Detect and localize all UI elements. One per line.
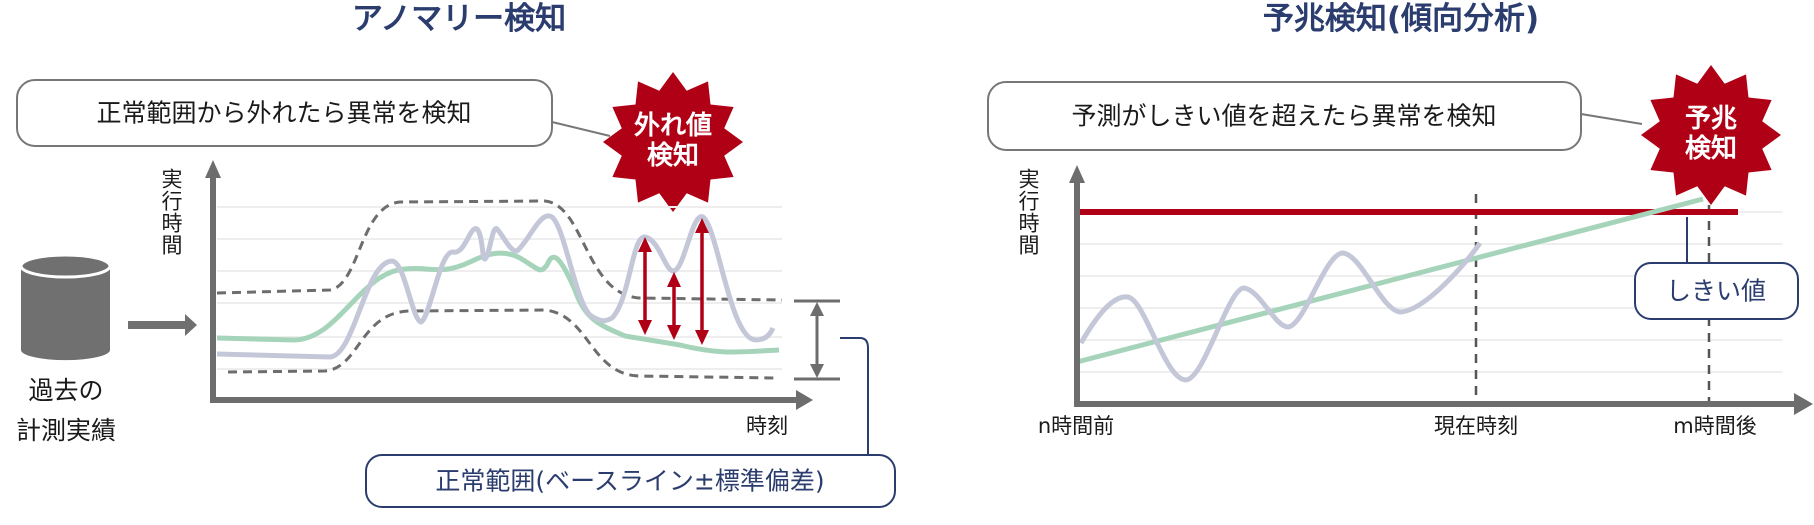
- measured-line: [216, 213, 776, 360]
- prediction-title: 予兆検知(傾向分析): [1262, 1, 1540, 37]
- threshold-label-box: [1634, 262, 1799, 320]
- outlier-starburst: [603, 72, 743, 212]
- measured-wave-line: [1078, 241, 1483, 383]
- source-label-line2: 計測実績: [15, 416, 117, 445]
- range-label-box: [365, 454, 896, 508]
- prediction-axes: [1069, 165, 1813, 415]
- database-icon: [19, 253, 112, 361]
- range-connector: [840, 337, 869, 455]
- upper-band-line: [216, 199, 783, 302]
- prediction-burst-text: 予兆検知: [1684, 104, 1737, 164]
- x-tick-m-hours-after: m時間後: [1673, 414, 1757, 438]
- trend-line: [1076, 196, 1704, 365]
- prediction-callout-connector: [1580, 113, 1643, 125]
- deviation-arrows: [638, 218, 709, 345]
- prediction-y-axis-label: 実行時間: [1016, 168, 1040, 256]
- anomaly-callout-box: [16, 79, 553, 147]
- anomaly-title: アノマリー検知: [351, 1, 567, 37]
- anomaly-y-axis-label: 実行時間: [159, 168, 183, 256]
- prediction-callout-text: 予測がしきい値を超えたら異常を検知: [1071, 101, 1497, 131]
- anomaly-callout-connector: [551, 121, 611, 137]
- source-label-line1: 過去の: [28, 376, 104, 405]
- outlier-burst-text: 外れ値検知: [633, 111, 712, 171]
- range-bracket: [794, 299, 840, 381]
- threshold-label-text: しきい値: [1665, 276, 1767, 306]
- anomaly-callout-text: 正常範囲から外れたら異常を検知: [96, 98, 472, 128]
- x-tick-current-time: 現在時刻: [1434, 414, 1518, 438]
- x-tick-n-hours-before: n時間前: [1037, 414, 1115, 438]
- anomaly-x-axis-label: 時刻: [746, 414, 788, 438]
- baseline-line: [216, 250, 780, 355]
- lower-band-line: [227, 308, 776, 380]
- range-label-text: 正常範囲(ベースライン±標準偏差): [435, 466, 825, 496]
- anomaly-axes: [205, 160, 813, 410]
- prediction-starburst: [1641, 65, 1781, 205]
- prediction-callout-box: [987, 81, 1582, 151]
- flow-arrow-icon: [128, 314, 197, 336]
